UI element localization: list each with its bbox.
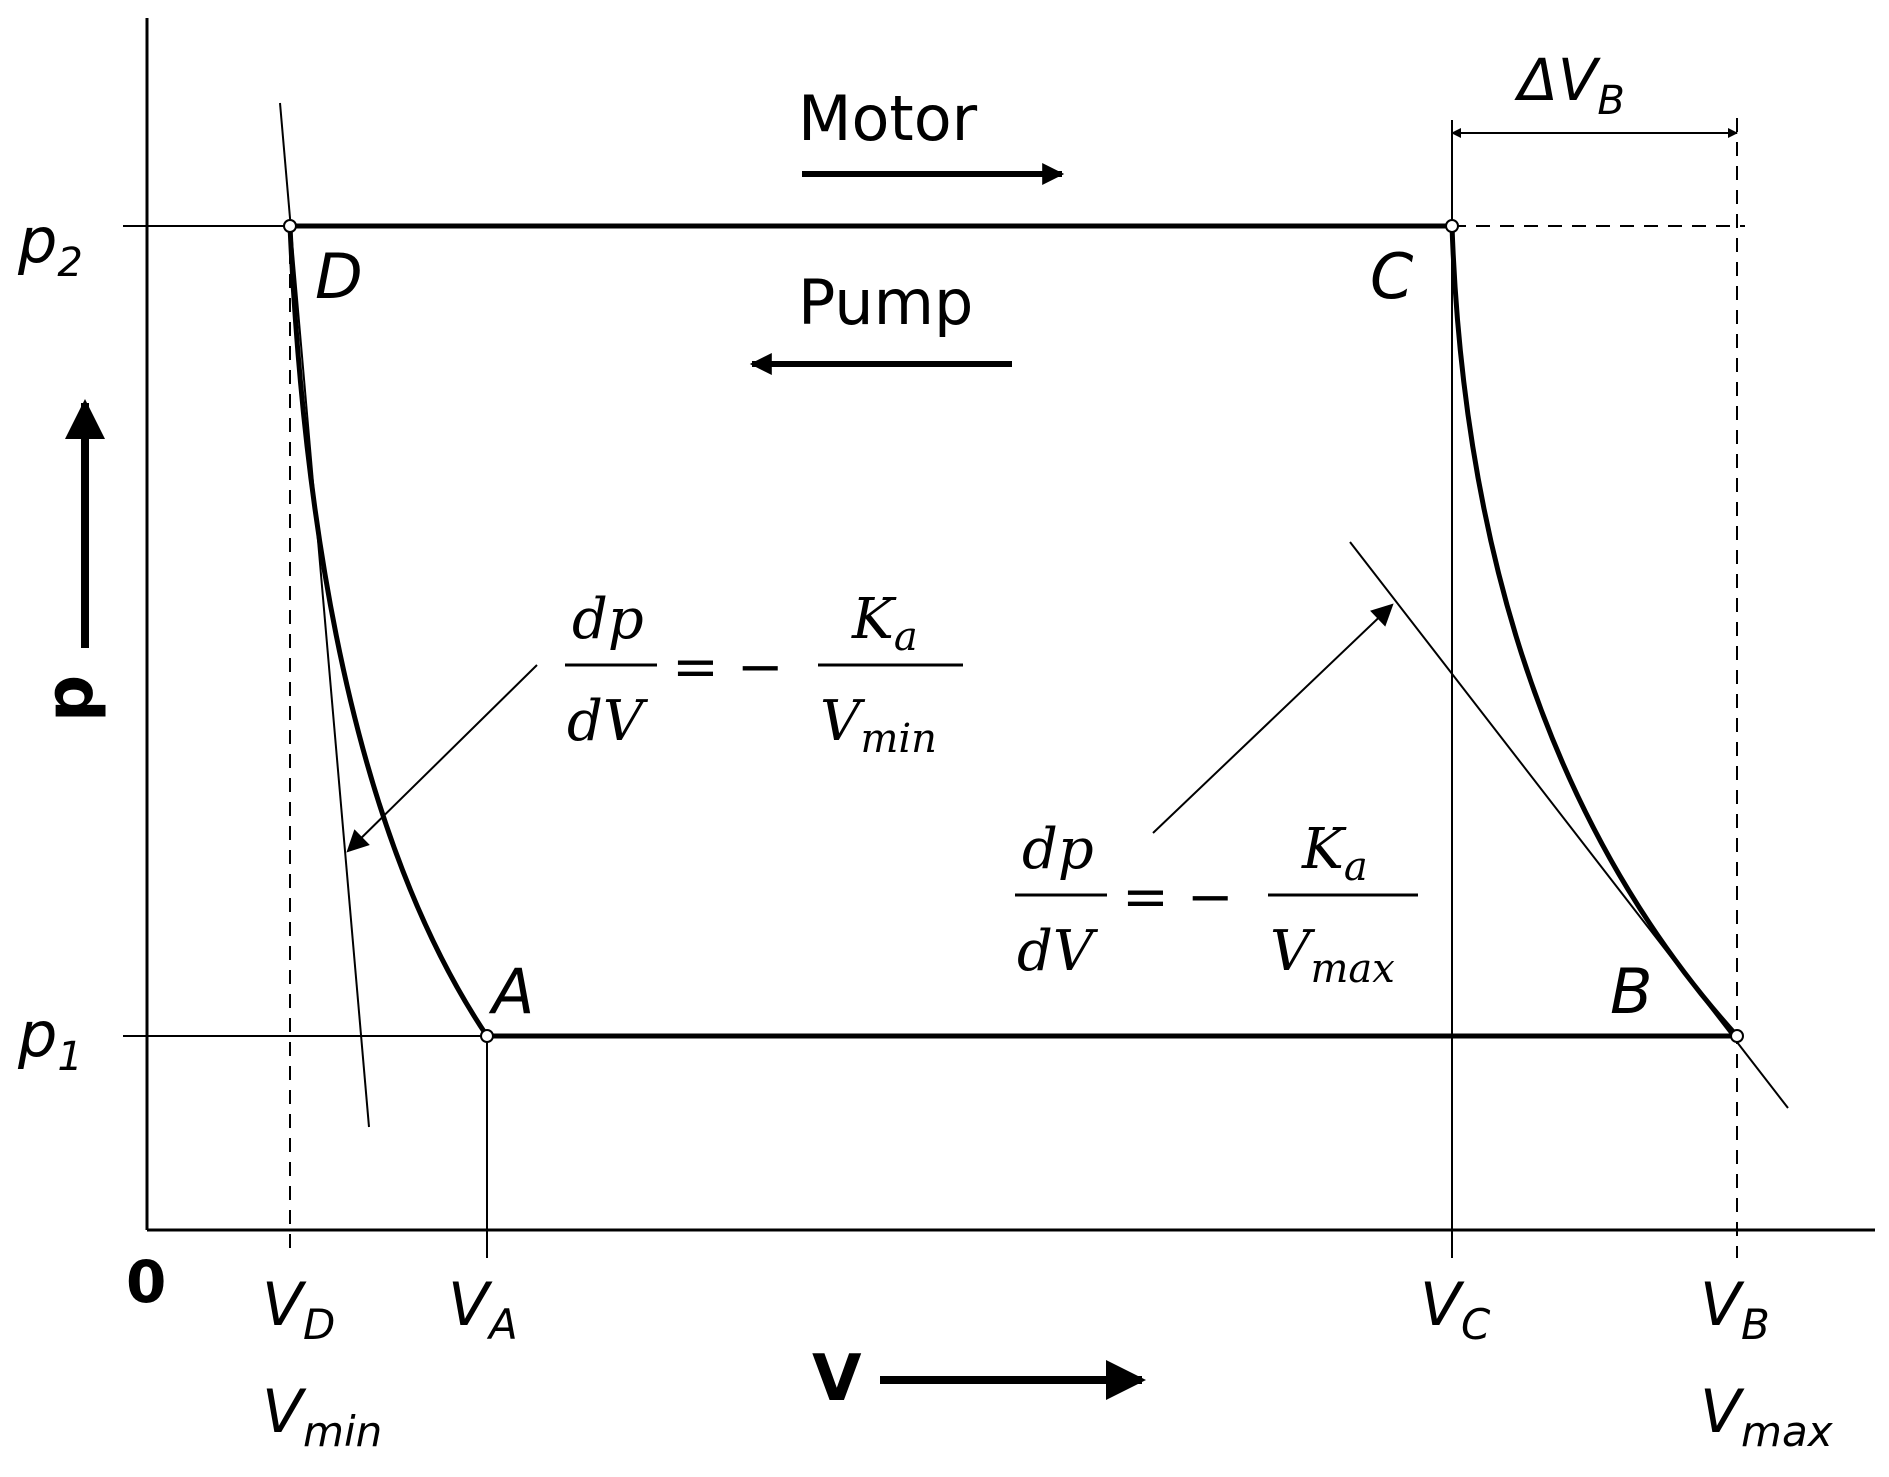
pump-label: Pump: [798, 266, 973, 339]
tangent-line-vmin: [279, 102, 370, 1128]
compression-curve-da: [287, 225, 490, 1038]
origin-label: 0: [126, 1248, 166, 1316]
slope-vmax-ka: Ka: [1301, 817, 1368, 890]
vmin-label: Vmin: [262, 1377, 382, 1456]
slope-vmin-denominator: dV: [567, 689, 649, 754]
v-axis-letter: V: [812, 1342, 862, 1416]
p2-label: p2: [17, 204, 83, 286]
va-label: VA: [448, 1270, 518, 1349]
point-c-label: C: [1370, 240, 1414, 313]
p-axis-letter: p: [31, 675, 108, 722]
slope-vmin-equals: = −: [672, 635, 784, 700]
expansion-curve-cb: [1449, 225, 1739, 1038]
slope-vmin-ka: Ka: [851, 587, 918, 660]
vmax-label: Vmax: [1700, 1377, 1834, 1456]
slope-vmin-vmin: Vmin: [820, 689, 937, 762]
point-a-marker: [480, 1029, 494, 1043]
point-d-label: D: [315, 240, 363, 313]
slope-vmax-equals: = −: [1122, 865, 1234, 930]
slope-vmax-numerator: dp: [1022, 817, 1094, 882]
point-b-marker: [1730, 1029, 1744, 1043]
delta-vb-label: ΔVB: [1514, 46, 1625, 124]
slope-vmax-denominator: dV: [1017, 919, 1099, 984]
vmin-formula-pointer: [346, 664, 538, 853]
vmax-formula-pointer: [1152, 603, 1394, 834]
slope-vmin-numerator: dp: [572, 587, 644, 652]
slope-formula-vmin: dp dV = − Ka Vmin: [565, 587, 963, 762]
tangent-line-vmax: [1349, 541, 1789, 1109]
motor-label: Motor: [798, 82, 978, 155]
slope-vmax-vmax: Vmax: [1270, 919, 1395, 992]
vc-label: VC: [1420, 1270, 1491, 1349]
point-c-marker: [1445, 219, 1459, 233]
vb-label: VB: [1700, 1270, 1770, 1349]
point-a-label: A: [488, 955, 534, 1028]
point-d-marker: [283, 219, 297, 233]
point-b-label: B: [1610, 955, 1653, 1028]
vd-label: VD: [262, 1270, 335, 1349]
p1-label: p1: [17, 998, 83, 1080]
slope-formula-vmax: dp dV = − Ka Vmax: [1015, 817, 1418, 992]
